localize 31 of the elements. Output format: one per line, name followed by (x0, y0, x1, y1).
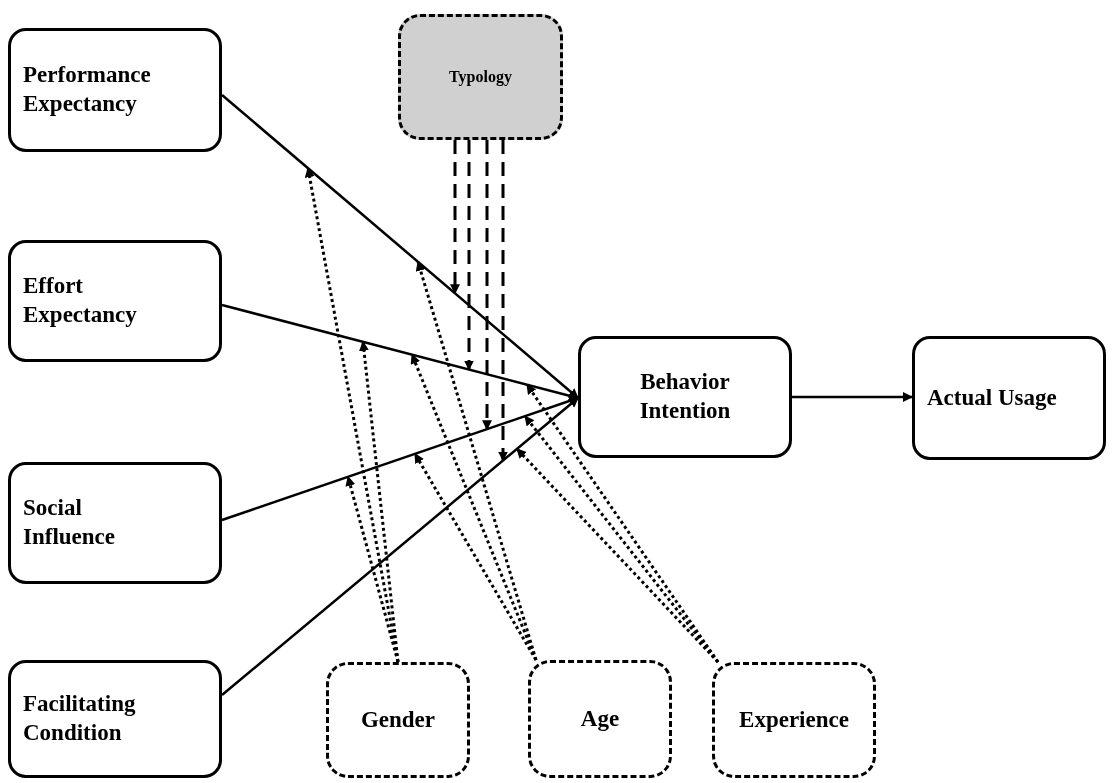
dotted-arrow (410, 353, 538, 661)
arrow (221, 94, 579, 399)
construct-box (578, 336, 792, 458)
node-label: Gender (360, 705, 436, 734)
node-label: Typology (449, 67, 512, 87)
node-label: Social Influence (23, 494, 116, 551)
dashed-arrow (450, 140, 460, 295)
node-label: Experience (739, 705, 849, 734)
moderator-box (326, 662, 470, 778)
arrow (792, 392, 913, 402)
construct-box (8, 462, 222, 584)
construct-box (8, 660, 222, 778)
construct-box (912, 336, 1106, 460)
node-label: Actual Usage (927, 383, 1057, 412)
arrow (221, 397, 579, 696)
dotted-arrow (413, 453, 538, 661)
node-label: Performance Expectancy (23, 61, 152, 118)
moderator-box (528, 660, 672, 778)
node-label: Effort Expectancy (23, 272, 138, 329)
factor-box (398, 14, 563, 140)
construct-box (8, 240, 222, 362)
dashed-arrow (498, 140, 508, 462)
dashed-arrow (482, 140, 492, 431)
node-label: Behavior Intention (638, 368, 732, 425)
node-label: Age (580, 704, 620, 733)
construct-box (8, 28, 222, 152)
node-label: Facilitating Condition (23, 690, 137, 747)
dashed-arrow (464, 140, 474, 371)
dotted-arrow (515, 447, 720, 664)
moderator-box (712, 662, 876, 778)
dotted-arrow (345, 475, 400, 663)
